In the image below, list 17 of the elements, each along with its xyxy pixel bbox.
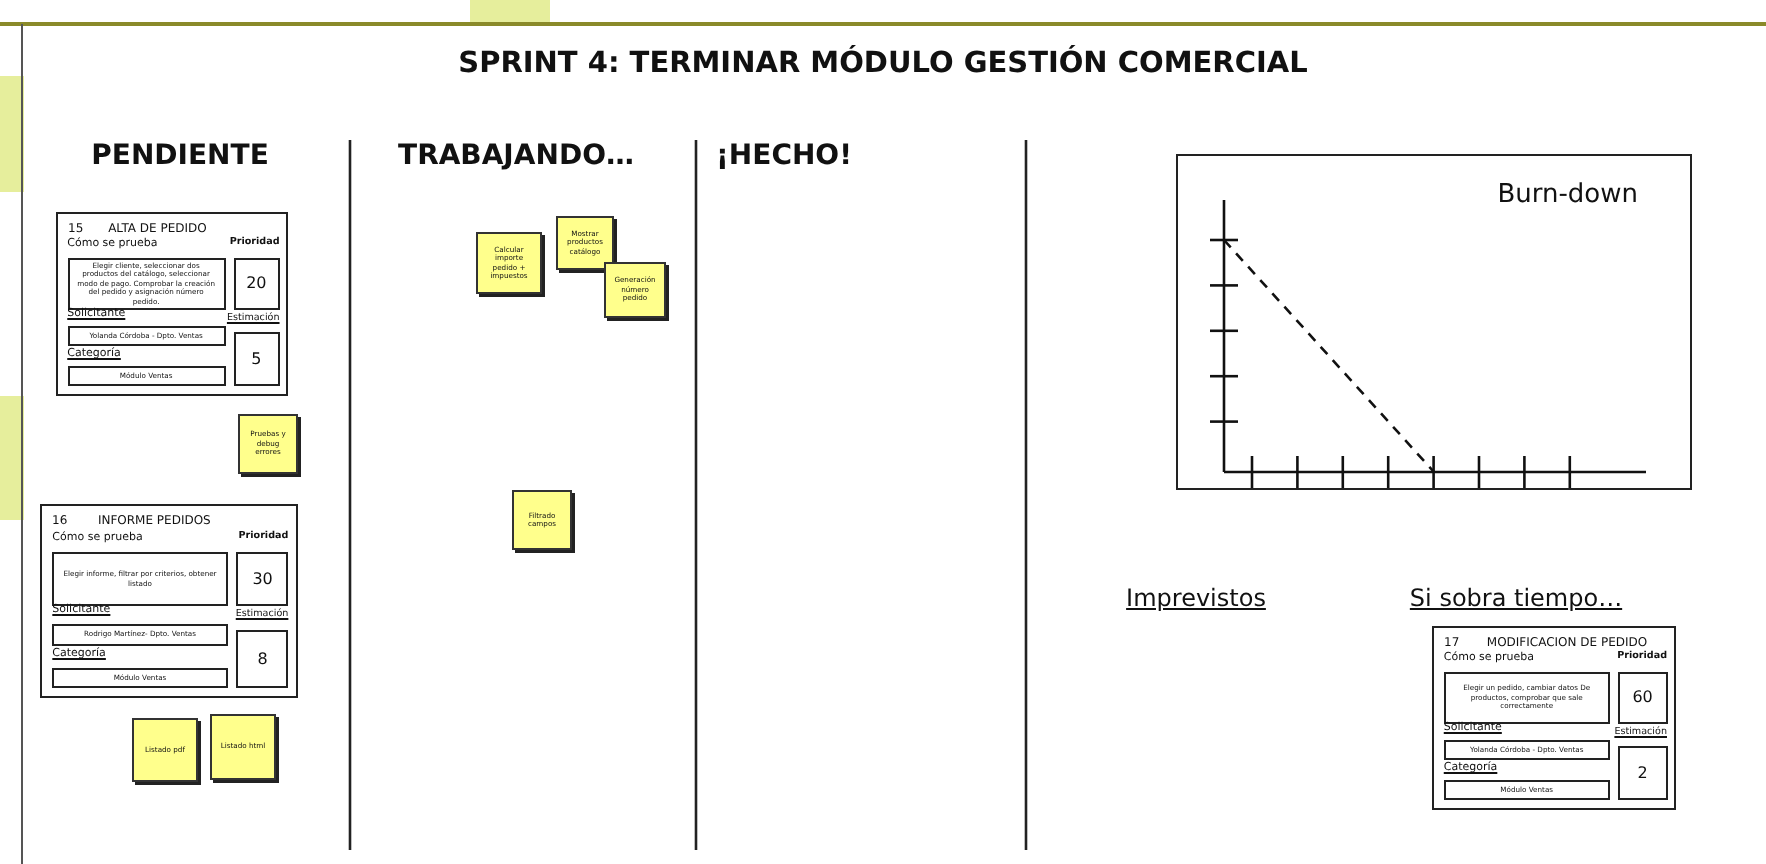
section-heading: Imprevistos xyxy=(1126,584,1266,612)
priority-value: 20 xyxy=(233,258,280,310)
board-title: SPRINT 4: TERMINAR MÓDULO GESTIÓN COMERCIAL xyxy=(456,48,1310,80)
column-header: PENDIENTE xyxy=(91,140,269,172)
priority-value: 30 xyxy=(236,552,289,607)
story-card xyxy=(56,212,288,396)
chart-title: Burn-down xyxy=(1497,180,1638,210)
story-card xyxy=(40,504,298,698)
estimate-value: 5 xyxy=(233,331,280,387)
column-header: ¡HECHO! xyxy=(716,140,852,172)
chart-frame xyxy=(1176,154,1692,490)
section-heading: Si sobra tiempo… xyxy=(1409,584,1623,612)
estimate-value: 8 xyxy=(236,630,289,689)
story-card xyxy=(1432,626,1676,810)
priority-value: 60 xyxy=(1618,672,1667,724)
estimate-value: 2 xyxy=(1618,745,1667,801)
column-header: TRABAJANDO… xyxy=(398,140,634,172)
